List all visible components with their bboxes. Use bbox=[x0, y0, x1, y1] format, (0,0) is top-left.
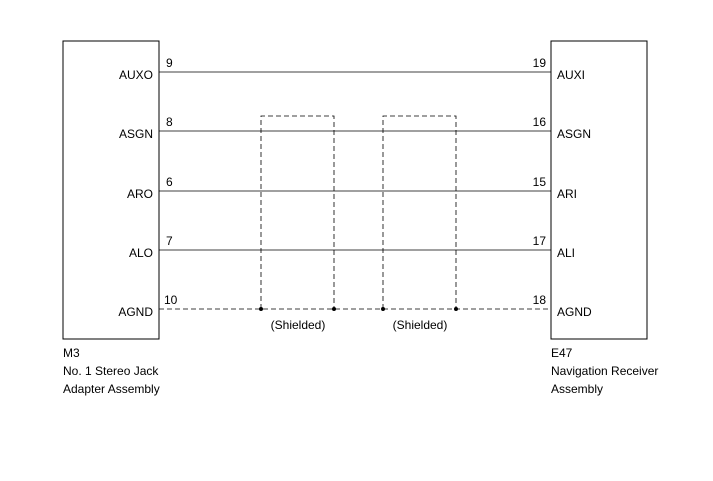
left-connector-name-line2: Adapter Assembly bbox=[63, 382, 160, 396]
right-pin-number: 17 bbox=[533, 234, 547, 248]
right-connector-name-line2: Assembly bbox=[551, 382, 603, 396]
right-terminal-label: AUXI bbox=[557, 68, 585, 82]
left-connector-box bbox=[62, 40, 160, 340]
right-pin-number: 16 bbox=[533, 115, 547, 129]
shield-junction-dot bbox=[381, 307, 385, 311]
left-terminal-label: ASGN bbox=[119, 127, 153, 141]
left-pin-number: 9 bbox=[166, 56, 173, 70]
right-terminal-label: ALI bbox=[557, 246, 575, 260]
right-pin-number: 19 bbox=[533, 56, 547, 70]
shield-junction-dot bbox=[454, 307, 458, 311]
right-connector-box bbox=[550, 40, 648, 340]
left-pin-number: 10 bbox=[164, 293, 178, 307]
right-connector-code: E47 bbox=[551, 346, 573, 360]
left-terminal-label: AUXO bbox=[119, 68, 153, 82]
right-connector-name-line1: Navigation Receiver bbox=[551, 364, 658, 378]
left-connector-code: M3 bbox=[63, 346, 80, 360]
left-pin-number: 6 bbox=[166, 175, 173, 189]
right-pin-number: 18 bbox=[533, 293, 547, 307]
right-terminal-label: ASGN bbox=[557, 127, 591, 141]
shield-junction-dot bbox=[259, 307, 263, 311]
right-terminal-label: ARI bbox=[557, 187, 577, 201]
left-pin-number: 8 bbox=[166, 115, 173, 129]
left-pin-number: 7 bbox=[166, 234, 173, 248]
shield-label-1: (Shielded) bbox=[271, 318, 326, 332]
shield-label-2: (Shielded) bbox=[393, 318, 448, 332]
left-terminal-label: AGND bbox=[118, 305, 153, 319]
left-terminal-label: ARO bbox=[127, 187, 153, 201]
left-connector-name-line1: No. 1 Stereo Jack bbox=[63, 364, 159, 378]
right-terminal-label: AGND bbox=[557, 305, 592, 319]
shield-outline-2 bbox=[382, 115, 457, 309]
shield-outline-1 bbox=[260, 115, 335, 309]
left-terminal-label: ALO bbox=[129, 246, 153, 260]
right-pin-number: 15 bbox=[533, 175, 547, 189]
shield-junction-dot bbox=[332, 307, 336, 311]
